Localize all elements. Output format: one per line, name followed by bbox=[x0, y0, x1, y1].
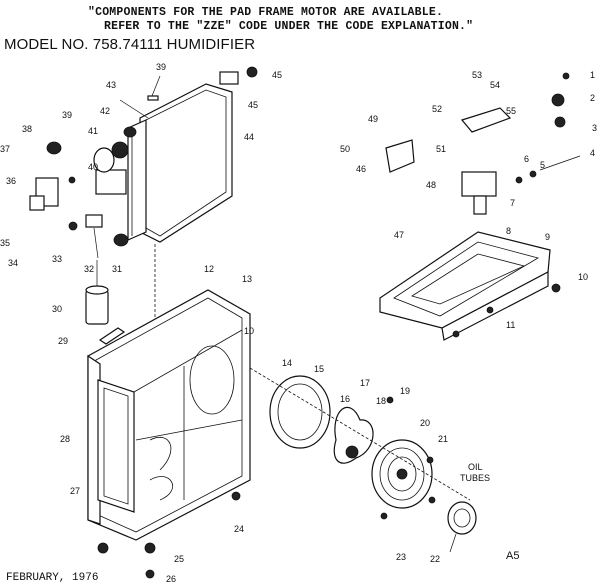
callout: 24 bbox=[234, 524, 244, 534]
callout: 17 bbox=[360, 378, 370, 388]
callout: 34 bbox=[8, 258, 18, 268]
oil-tubes-label-line-1: OIL bbox=[468, 462, 483, 472]
callout: 13 bbox=[242, 274, 252, 284]
callout: 11 bbox=[506, 320, 515, 330]
note-line-1: "COMPONENTS FOR THE PAD FRAME MOTOR ARE … bbox=[88, 6, 444, 19]
callout: 9 bbox=[545, 232, 550, 242]
callout: 27 bbox=[70, 486, 80, 496]
callout: 32 bbox=[84, 264, 94, 274]
callout: 40 bbox=[88, 162, 98, 172]
callout: 35 bbox=[0, 238, 10, 248]
callout: 29 bbox=[58, 336, 68, 346]
callout: 26 bbox=[166, 574, 176, 584]
pad-frame-drawing bbox=[93, 83, 233, 430]
callout: 15 bbox=[314, 364, 324, 374]
callout: 45 bbox=[272, 70, 282, 80]
callout: 30 bbox=[52, 304, 62, 314]
callout: 45 bbox=[248, 100, 258, 110]
footer-page: A5 bbox=[506, 550, 520, 562]
callout: 37 bbox=[0, 144, 10, 154]
small-motor-drawing bbox=[29, 141, 103, 259]
callout: 46 bbox=[356, 164, 366, 174]
callout: 42 bbox=[100, 106, 110, 116]
callout: 23 bbox=[396, 552, 406, 562]
callout: 22 bbox=[430, 554, 440, 564]
callout: 52 bbox=[432, 104, 442, 114]
callout: 16 bbox=[340, 394, 350, 404]
float-drawing bbox=[85, 260, 109, 325]
callout: 53 bbox=[472, 70, 482, 80]
callout: 3 bbox=[592, 123, 597, 133]
motor-parts-drawing bbox=[151, 66, 581, 215]
callout: 12 bbox=[204, 264, 214, 274]
fan-drawing bbox=[249, 367, 477, 553]
callout: 41 bbox=[88, 126, 98, 136]
callouts: 1 2 3 4 5 6 7 8 9 10 10 11 12 13 14 15 1… bbox=[0, 62, 597, 584]
oil-tubes-label-line-2: TUBES bbox=[460, 473, 490, 483]
footer-date: FEBRUARY, 1976 bbox=[6, 572, 99, 584]
callout: 47 bbox=[394, 230, 404, 240]
motor-tray-drawing bbox=[379, 231, 561, 341]
callout: 14 bbox=[282, 358, 292, 368]
callout: 25 bbox=[174, 554, 184, 564]
callout: 50 bbox=[340, 144, 350, 154]
callout: 4 bbox=[590, 148, 595, 158]
callout: 38 bbox=[22, 124, 32, 134]
callout: 28 bbox=[60, 434, 70, 444]
callout: 1 bbox=[590, 70, 595, 80]
callout: 54 bbox=[490, 80, 500, 90]
callout: 18 bbox=[376, 396, 386, 406]
callout: 44 bbox=[244, 132, 254, 142]
callout: 20 bbox=[420, 418, 430, 428]
callout: 8 bbox=[506, 226, 511, 236]
callout: 10 bbox=[244, 326, 254, 336]
callout: 39 bbox=[156, 62, 166, 72]
callout: 51 bbox=[436, 144, 446, 154]
cabinet-drawing bbox=[87, 289, 251, 579]
callout: 5 bbox=[540, 160, 545, 170]
callout: 33 bbox=[52, 254, 62, 264]
oil-tubes-label: OIL TUBES bbox=[460, 462, 490, 483]
callout: 31 bbox=[112, 264, 122, 274]
model-title: MODEL NO. 758.74111 HUMIDIFIER bbox=[4, 36, 256, 53]
callout: 10 bbox=[578, 272, 588, 282]
callout: 48 bbox=[426, 180, 436, 190]
callout: 6 bbox=[524, 154, 529, 164]
callout: 36 bbox=[6, 176, 16, 186]
callout: 2 bbox=[590, 93, 595, 103]
callout: 55 bbox=[506, 106, 516, 116]
callout: 7 bbox=[510, 198, 515, 208]
callout: 43 bbox=[106, 80, 116, 90]
callout: 19 bbox=[400, 386, 410, 396]
callout: 39 bbox=[62, 110, 72, 120]
note-line-2: REFER TO THE "ZZE" CODE UNDER THE CODE E… bbox=[104, 20, 474, 33]
callout: 49 bbox=[368, 114, 378, 124]
callout: 21 bbox=[438, 434, 448, 444]
